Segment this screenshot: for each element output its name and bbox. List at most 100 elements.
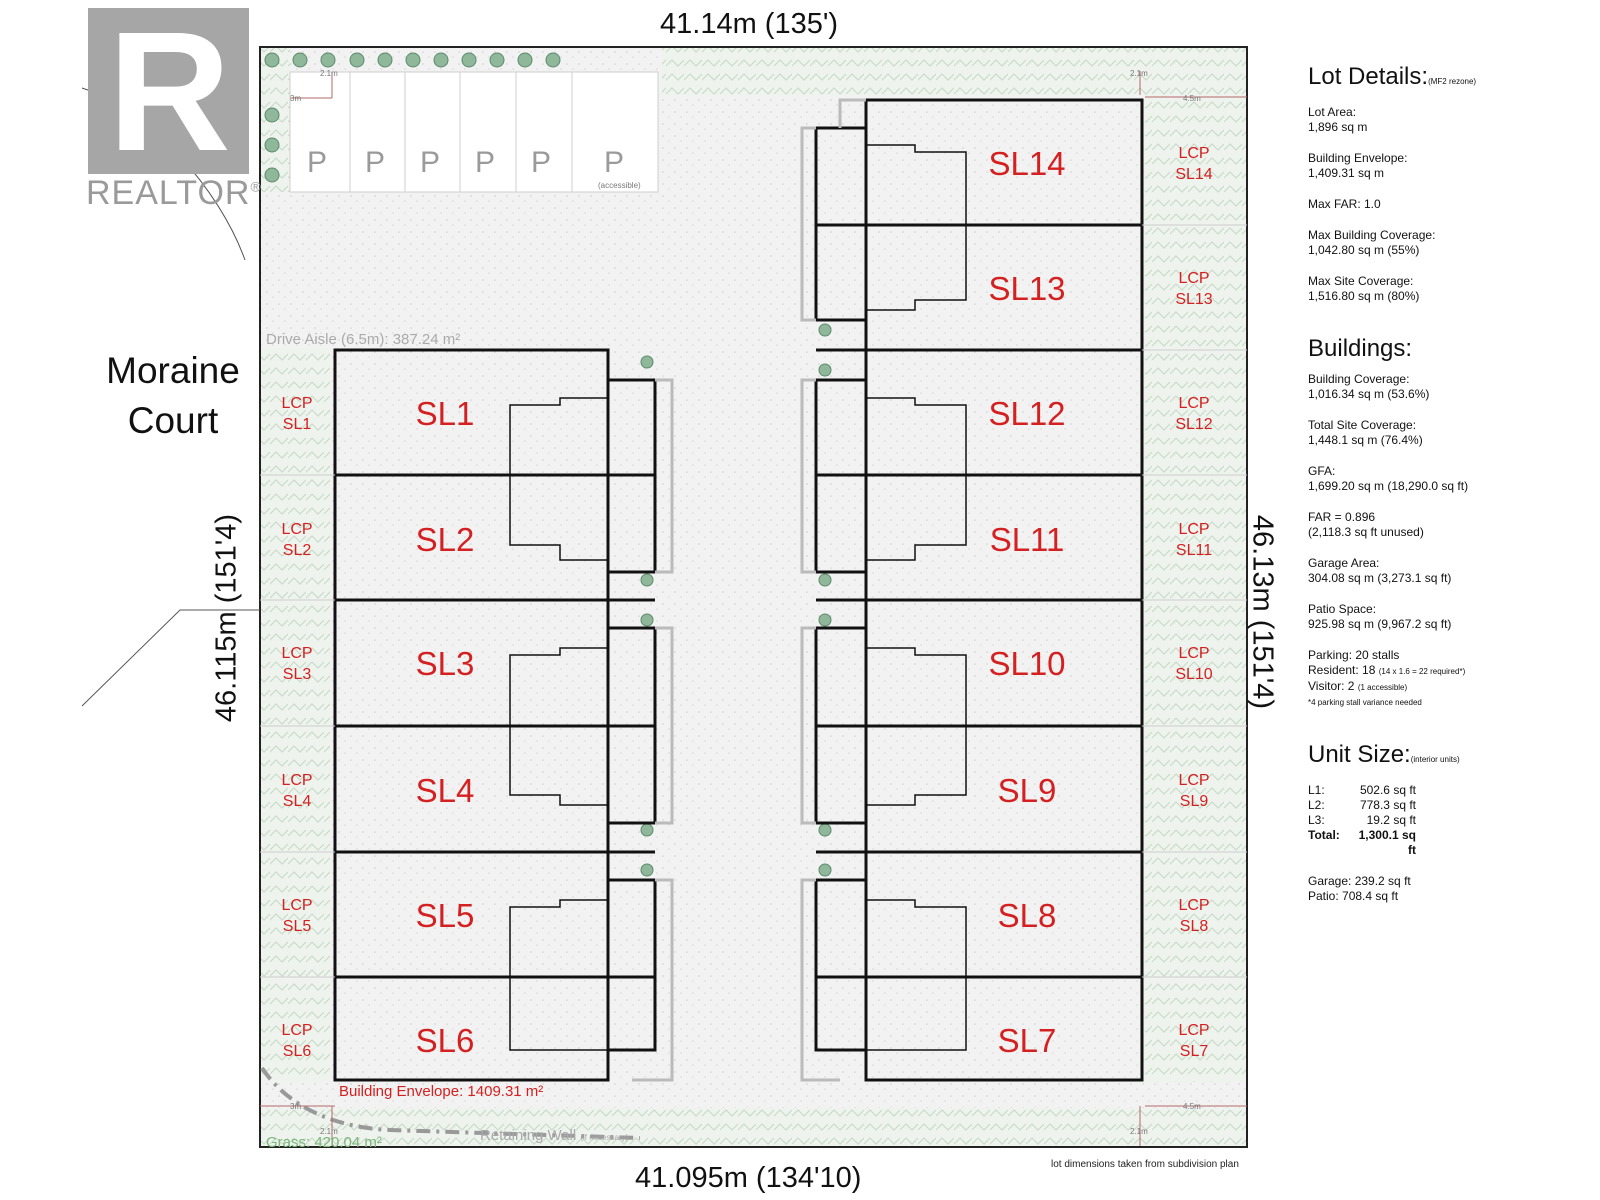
retaining-wall-note: (if necessary) [580, 1133, 629, 1142]
setback-label: 2.1m [1130, 69, 1148, 78]
street-name-line2: Court [127, 400, 219, 441]
buildings-heading: Buildings: [1308, 335, 1413, 362]
resident-parking: Resident: 18 (14 x 1.6 = 22 required*) [1308, 663, 1593, 679]
parking-stall-label: P [531, 146, 552, 179]
lcp-prefix: LCP [281, 395, 313, 412]
setback-label: 2.1m [320, 69, 338, 78]
unit-label-sl3: SL3 [415, 645, 475, 682]
unit-size-heading: Unit Size:(interior units) [1308, 740, 1593, 775]
lcp-label-sl11: LCP SL11 [1159, 519, 1229, 561]
lcp-unit: SL11 [1175, 542, 1213, 559]
visitor-value: Visitor: 2 [1308, 679, 1355, 693]
building-envelope: Building Envelope:1,409.31 sq m [1308, 151, 1593, 181]
lcp-unit: SL2 [282, 542, 312, 559]
far-note: (2,118.3 sq ft unused) [1308, 525, 1424, 539]
lcp-dividers [260, 224, 1247, 978]
max-far: Max FAR: 1.0 [1308, 197, 1381, 211]
patio-space-value: 925.98 sq m (9,967.2 sq ft) [1308, 617, 1452, 631]
unit-label-sl9: SL9 [997, 772, 1057, 809]
lot-area-label: Lot Area: [1308, 105, 1357, 119]
building-envelope-label-side: Building Envelope: [1308, 151, 1408, 165]
landscape-right [1145, 95, 1247, 1082]
landscape-bottom-left [260, 1108, 736, 1148]
resident-value: Resident: 18 [1308, 663, 1376, 677]
drive-aisle-label: Drive Aisle (6.5m): 387.24 m² [266, 331, 461, 348]
lcp-unit: SL4 [282, 793, 312, 810]
unit-label-sl1: SL1 [415, 395, 475, 432]
lcp-prefix: LCP [1178, 395, 1210, 412]
building-coverage: Building Coverage:1,016.34 sq m (53.6%) [1308, 372, 1593, 402]
unit-label-sl7: SL7 [997, 1022, 1057, 1059]
unit-label-sl13: SL13 [988, 270, 1066, 307]
lcp-label-sl4: LCP SL4 [262, 770, 332, 812]
realtor-logo-letter: R [108, 0, 231, 187]
unit-size-title: Unit Size: [1308, 741, 1411, 768]
unit-label-sl4: SL4 [415, 772, 475, 809]
street-name: Moraine Court [92, 346, 254, 446]
lcp-label-sl1: LCP SL1 [262, 393, 332, 435]
lcp-unit: SL1 [282, 416, 312, 433]
lcp-prefix: LCP [1178, 897, 1210, 914]
left-patio-walls [632, 378, 674, 1082]
right-building-interior [865, 128, 967, 1051]
retaining-wall-line [260, 1066, 641, 1140]
max-site-coverage-value: 1,516.80 sq m (80%) [1308, 289, 1420, 303]
building-envelope-label: Building Envelope: 1409.31 m² [339, 1083, 544, 1100]
visitor-parking: Visitor: 2 (1 accessible) [1308, 679, 1593, 695]
lcp-prefix: LCP [1178, 521, 1210, 538]
unit-label-sl6: SL6 [415, 1022, 475, 1059]
drive-aisle [260, 47, 1247, 1147]
visitor-note: (1 accessible) [1357, 683, 1408, 692]
footnote: lot dimensions taken from subdivision pl… [1051, 1159, 1239, 1170]
setback-label: 2.1m [1130, 1127, 1148, 1136]
lcp-unit: SL10 [1175, 666, 1213, 683]
unit-patio: Patio: 708.4 sq ft [1308, 889, 1399, 903]
unit-label-sl2: SL2 [415, 521, 475, 558]
patio-space-label: Patio Space: [1308, 602, 1377, 616]
building-coverage-value: 1,016.34 sq m (53.6%) [1308, 387, 1430, 401]
parking-stall-label: P [307, 146, 328, 179]
details-panel: Lot Details:(MF2 rezone) Lot Area:1,896 … [1308, 62, 1593, 904]
dimension-top: 41.14m (135') [660, 8, 839, 40]
parking-summary: Parking: 20 stalls Resident: 18 (14 x 1.… [1308, 648, 1593, 710]
lcp-unit: SL13 [1175, 291, 1213, 308]
unit-label-sl12: SL12 [988, 395, 1066, 432]
setback-label: 3m [290, 1102, 302, 1111]
setback-label: 2.1m [320, 1127, 338, 1136]
far: FAR = 0.896(2,118.3 sq ft unused) [1308, 510, 1593, 540]
unit-row-value: 19.2 sq ft [1366, 813, 1416, 827]
street-name-line1: Moraine [106, 350, 240, 391]
unit-row-l3: L3:19.2 sq ft [1308, 813, 1593, 828]
unit-label-sl14: SL14 [988, 145, 1066, 182]
setback-label: 3m [290, 94, 302, 103]
lcp-prefix: LCP [1178, 1022, 1210, 1039]
garage-area: Garage Area:304.08 sq m (3,273.1 sq ft) [1308, 556, 1593, 586]
unit-row-value: 502.6 sq ft [1359, 783, 1416, 797]
variance-note: *4 parking stall variance needed [1308, 698, 1422, 707]
parking-stall-label: P [365, 146, 386, 179]
lcp-prefix: LCP [281, 772, 313, 789]
lcp-unit: SL9 [1179, 793, 1209, 810]
lot-boundary [259, 46, 1248, 1148]
parking-area [289, 71, 659, 193]
left-building-block [333, 348, 657, 1082]
unit-total-value: 1,300.1 sq ft [1358, 828, 1416, 857]
unit-row-value: 778.3 sq ft [1359, 798, 1416, 812]
shrubs [264, 52, 832, 877]
unit-label-sl8: SL8 [997, 897, 1057, 934]
unit-label-sl10: SL10 [988, 645, 1066, 682]
unit-row-l1: L1:502.6 sq ft [1308, 783, 1593, 798]
building-envelope-value: 1,409.31 sq m [1308, 166, 1385, 180]
right-patio-walls [800, 98, 866, 1082]
landscape-bottom-right [736, 1108, 1247, 1148]
registered-mark: ® [250, 178, 262, 195]
garage-area-label: Garage Area: [1308, 556, 1380, 570]
lcp-prefix: LCP [1178, 772, 1210, 789]
dimension-left: 46.115m (151'4) [210, 513, 243, 723]
lot-area-value: 1,896 sq m [1308, 120, 1368, 134]
